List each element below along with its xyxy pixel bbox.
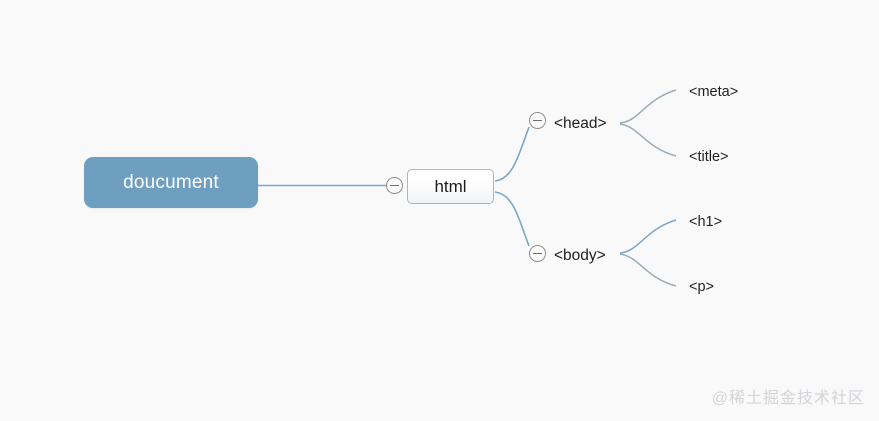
minus-circle-icon-body[interactable]	[529, 245, 546, 262]
edge-body-to-p	[619, 253, 677, 287]
node-doucument[interactable]: doucument	[84, 157, 258, 208]
node-head-label[interactable]: <head>	[554, 115, 607, 132]
node-html[interactable]: html	[407, 169, 494, 204]
node-h1-label[interactable]: <h1>	[689, 214, 723, 230]
node-body-label[interactable]: <body>	[554, 247, 606, 264]
edge-html-to-head	[494, 126, 530, 182]
node-doucument-label: doucument	[123, 171, 219, 193]
edge-html-to-body	[494, 191, 530, 247]
edge-head-to-title	[619, 123, 677, 157]
node-title-label[interactable]: <title>	[689, 149, 729, 165]
node-p-label[interactable]: <p>	[689, 279, 714, 295]
edge-head-to-meta	[619, 89, 677, 124]
minus-circle-icon-head[interactable]	[529, 112, 546, 129]
node-meta-label[interactable]: <meta>	[689, 84, 739, 100]
watermark: @稀土掘金技术社区	[711, 390, 865, 407]
edge-body-to-h1	[619, 219, 677, 254]
node-html-label: html	[434, 176, 467, 196]
minus-circle-icon-html[interactable]	[386, 177, 403, 194]
